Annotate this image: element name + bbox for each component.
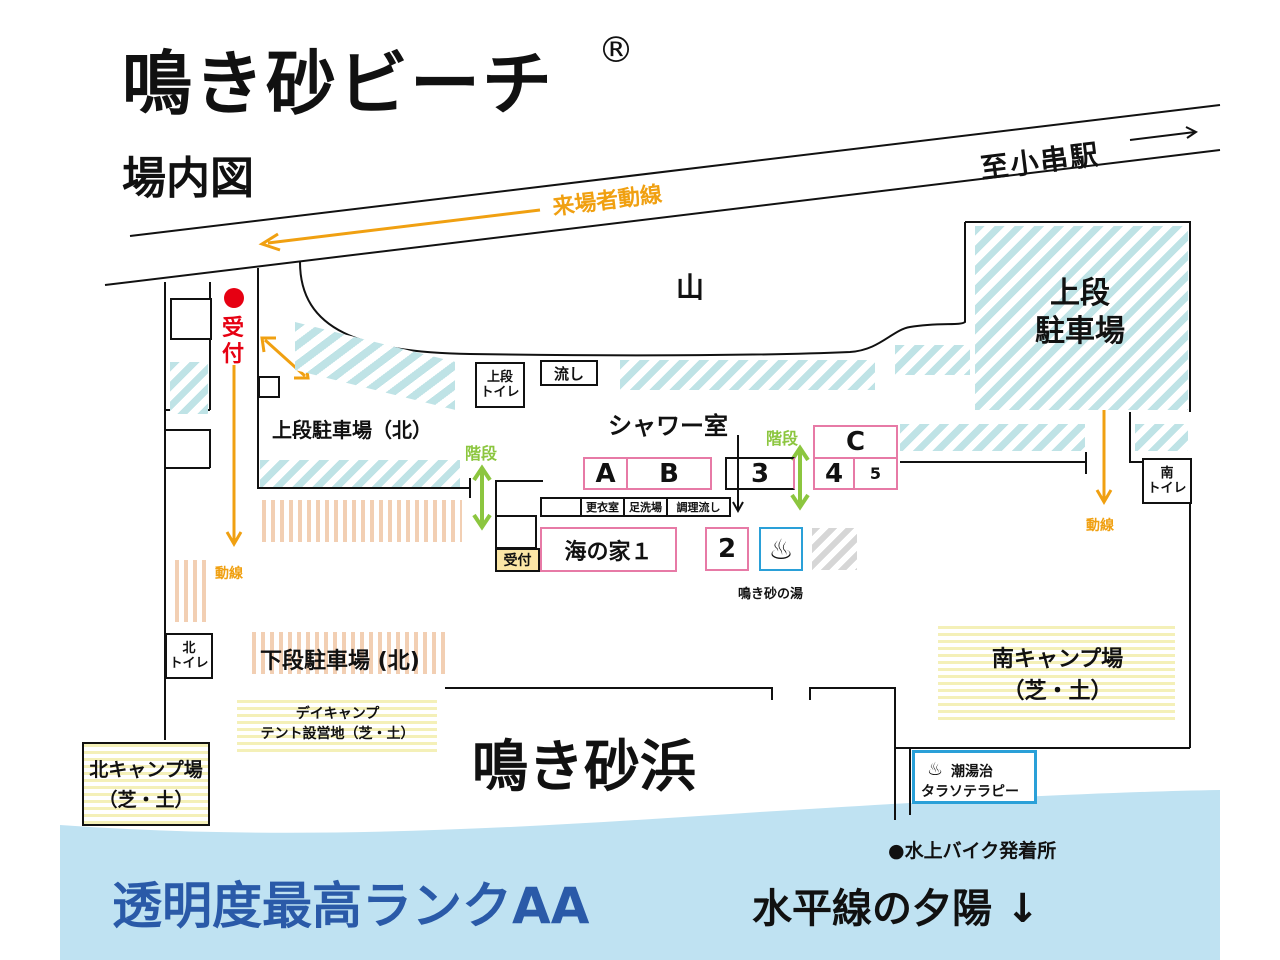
reception-dot	[224, 288, 244, 308]
unit-4: 4	[813, 457, 855, 490]
changing-room: 更衣室	[580, 497, 625, 517]
unit-2: 2	[705, 527, 749, 571]
day-camp-label: デイキャンプ テント設営地（芝・土）	[260, 706, 415, 742]
unit-c: C	[813, 425, 898, 459]
slope-strip-2	[620, 360, 875, 390]
north-camp-label: 北キャンプ場 （芝・土）	[89, 759, 203, 811]
lower-parking-stripe-3	[252, 632, 447, 674]
lower-parking-north-label: 下段駐車場 (北)	[260, 649, 420, 674]
gray-area	[812, 528, 857, 570]
unit-5: 5	[853, 457, 898, 490]
upper-parking-label: 上段 駐車場	[1035, 276, 1125, 349]
beach-label: 鳴き砂浜	[472, 735, 696, 800]
reception-main-label: 受付	[222, 316, 245, 367]
sink-box: 流し	[540, 360, 598, 386]
toilet-upper: 上段 トイレ	[475, 362, 525, 408]
mountain-label: 山	[676, 271, 705, 304]
onsen-label: 鳴き砂の湯	[738, 587, 804, 602]
thalasso-icon: ♨	[927, 759, 944, 780]
left-building-1	[170, 298, 212, 340]
flow-right-label: 動線	[1086, 518, 1114, 534]
unit-b: B	[626, 457, 712, 490]
left-building-2	[258, 376, 280, 398]
slope-strip-5	[1135, 424, 1188, 451]
foot-wash: 足洗場	[623, 497, 668, 517]
slope-strip-4	[900, 424, 1085, 451]
registered-mark: ®	[598, 30, 634, 71]
page-title: 鳴き砂ビーチ	[122, 43, 554, 125]
thalasso-line1: 潮湯治	[951, 764, 993, 780]
upper-parking-north-label: 上段駐車場（北）	[272, 418, 432, 442]
north-parking-strip	[260, 460, 460, 487]
reception-small: 受付	[495, 548, 540, 572]
lower-parking-stripe-2	[175, 560, 210, 622]
toilet-north: 北 トイレ	[165, 633, 213, 679]
stairs-right-label: 階段	[766, 429, 799, 448]
slope-strip-3	[895, 345, 970, 375]
onsen-icon: ♨	[759, 527, 803, 571]
north-camp-area	[82, 742, 210, 826]
beach-house: 海の家１	[540, 527, 677, 572]
thalasso-box: ♨ 潮湯治 タラソテラピー	[912, 750, 1037, 804]
cooking-sink: 調理流し	[666, 497, 731, 517]
facility-strip-edge	[495, 480, 543, 517]
sunset-label: 水平線の夕陽 ↓	[752, 886, 1040, 932]
lower-parking-stripe-1	[262, 500, 462, 542]
day-camp-area	[237, 696, 437, 752]
south-camp-label: 南キャンプ場 （芝・土）	[991, 647, 1124, 704]
unit-a: A	[583, 457, 628, 490]
upper-parking-area	[975, 226, 1188, 410]
unit-3: 3	[725, 457, 795, 490]
flow-left-label: 動線	[215, 566, 243, 582]
south-camp-area	[938, 622, 1175, 720]
toilet-south: 南 トイレ	[1142, 458, 1192, 504]
shower-room-label: シャワー室	[608, 412, 728, 440]
clarity-label: 透明度最高ランクAA	[112, 877, 590, 935]
thalasso-line2: タラソテラピー	[921, 784, 1019, 800]
left-strip	[170, 362, 208, 414]
page-subtitle: 場内図	[122, 153, 254, 204]
stairs-left-label: 階段	[465, 444, 498, 463]
facility-strip-connector	[540, 497, 582, 517]
jetski-label: ●水上バイク発着所	[888, 840, 1057, 862]
small-box	[495, 515, 537, 549]
